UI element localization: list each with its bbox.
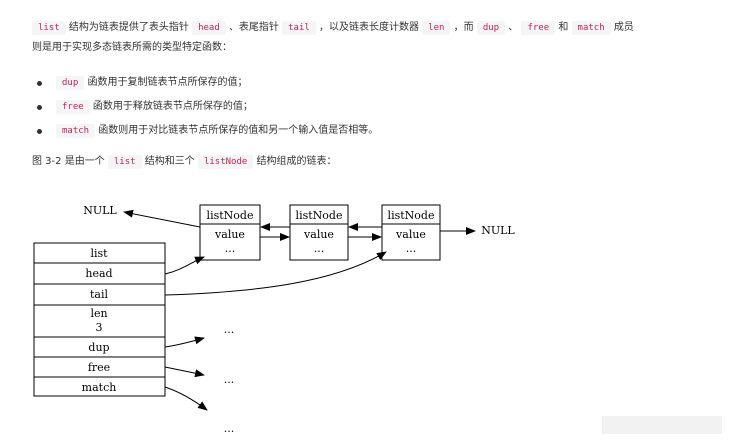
free-pointer-arrow: [164, 366, 205, 378]
watermark: [602, 416, 722, 434]
code-len: len: [422, 21, 451, 35]
dup-pointer-arrow: [164, 336, 205, 348]
list-node-2: listNode value ...: [289, 204, 349, 261]
list-node-3: listNode value ...: [381, 204, 441, 261]
list-struct-box: [33, 242, 166, 397]
intro-text-7: 成员: [613, 22, 634, 33]
node-box: [381, 204, 441, 261]
list-item: free 函数用于释放链表节点所保存的值；: [32, 96, 378, 120]
code-match: match: [571, 21, 611, 35]
node-value: value: [303, 228, 334, 241]
list-item: dup 函数用于复制链表节点所保存的值；: [32, 72, 378, 96]
caption-text-3: 结构组成的链表：: [256, 156, 337, 167]
bullet-dot-icon: [37, 129, 42, 134]
bullet-text: 函数用于释放链表节点所保存的值；: [92, 101, 253, 112]
bullet-text: 函数用于复制链表节点所保存的值；: [87, 77, 248, 88]
intro-text-2: 、表尾指针: [228, 22, 279, 33]
ellipsis-match: ...: [224, 422, 235, 435]
node-title: listNode: [207, 209, 254, 222]
intro-text-5: 、: [508, 22, 519, 33]
intro-text-3: ，以及链表长度计数器: [319, 22, 419, 33]
intro-paragraph-line1: list 结构为链表提供了表头指针 head 、表尾指针 tail ，以及链表长…: [32, 17, 634, 39]
code-dup: dup: [476, 21, 506, 35]
null-left-label: NULL: [83, 204, 117, 217]
field-tail: tail: [90, 288, 108, 301]
intro-text-4: ，而: [453, 22, 474, 33]
code-tail: tail: [282, 21, 316, 35]
intro-paragraph-line2: 则是用于实现多态链表所需的类型特定函数：: [32, 42, 232, 53]
code-free: free: [56, 100, 90, 114]
code-list: list: [32, 21, 66, 35]
caption-text-2: 结构和三个: [144, 156, 195, 167]
node-title: listNode: [296, 209, 343, 222]
ellipsis-free: ...: [224, 373, 235, 386]
code-free: free: [521, 21, 556, 35]
node-more: ...: [314, 242, 325, 255]
intro-text-6: 和: [558, 22, 569, 33]
node-value: value: [395, 228, 426, 241]
field-list: list: [90, 247, 108, 260]
list-node-1: listNode value ...: [199, 204, 261, 261]
field-head: head: [85, 267, 112, 280]
bullet-dot-icon: [37, 105, 42, 110]
figure-caption: 图 3-2 是由一个 list 结构和三个 listNode 结构组成的链表：: [32, 151, 337, 173]
node-value: value: [214, 228, 245, 241]
function-list: dup 函数用于复制链表节点所保存的值； free 函数用于释放链表节点所保存的…: [32, 72, 378, 144]
match-pointer-arrow: [164, 386, 208, 411]
null-right-label: NULL: [481, 224, 515, 237]
list-item: match 函数则用于对比链表节点所保存的值和另一个输入值是否相等。: [32, 120, 378, 144]
bullet-text: 函数则用于对比链表节点所保存的值和另一个输入值是否相等。: [98, 125, 379, 136]
field-dup: dup: [88, 341, 109, 354]
intro-text-1: 结构为链表提供了表头指针: [68, 22, 189, 33]
prev-arrow-to-null: [123, 209, 201, 228]
node-box: [199, 204, 261, 261]
code-head: head: [192, 21, 226, 35]
code-listnode: listNode: [197, 155, 254, 169]
field-len-value: 3: [96, 321, 103, 334]
field-len: len: [90, 307, 107, 320]
tail-pointer-arrow: [164, 251, 387, 296]
field-match: match: [82, 381, 117, 394]
field-free: free: [88, 361, 110, 374]
node-title: listNode: [388, 209, 435, 222]
node-more: ...: [406, 242, 417, 255]
linked-list-diagram: NULL NULL listNode value ... listNode va…: [33, 204, 515, 435]
head-pointer-arrow: [164, 256, 205, 275]
node-box: [289, 204, 349, 261]
node-more: ...: [225, 242, 236, 255]
code-dup: dup: [56, 76, 85, 90]
code-list: list: [107, 155, 142, 169]
ellipsis-dup: ...: [224, 323, 235, 336]
caption-text-1: 图 3-2 是由一个: [32, 156, 105, 167]
bullet-dot-icon: [37, 81, 42, 86]
list-struct: list head tail len 3 dup free match: [33, 242, 166, 397]
code-match: match: [56, 124, 96, 138]
